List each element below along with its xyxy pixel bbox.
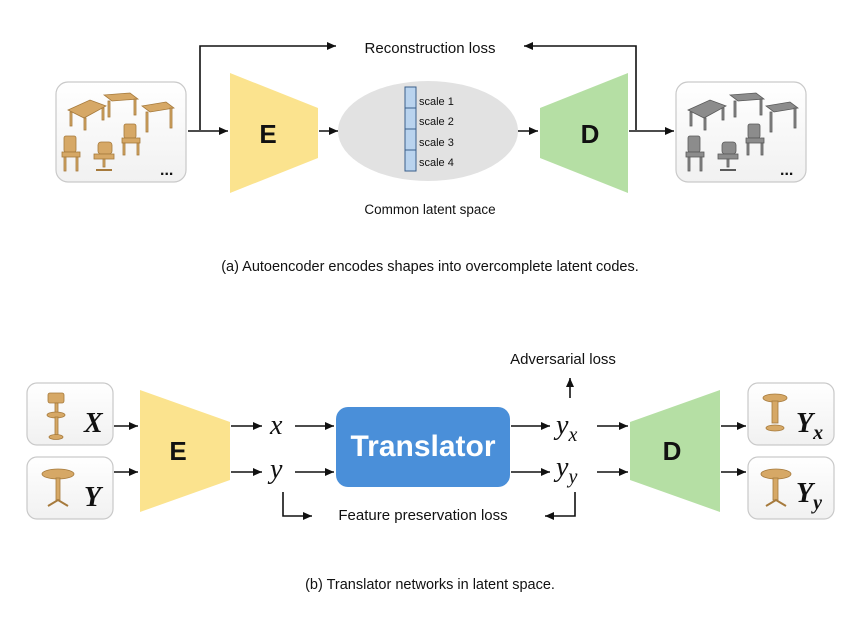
scale-label: scale 2 xyxy=(419,116,454,128)
encoder-shape xyxy=(230,73,318,193)
translated-code-yy: yy xyxy=(553,452,577,488)
pedestal-table-icon xyxy=(762,393,788,432)
chair-icon xyxy=(61,135,81,172)
subscript-x: x xyxy=(567,424,577,446)
input-shapes-panel: ... xyxy=(55,81,187,183)
round-table-icon xyxy=(760,468,792,507)
output-shapes-panel: ... xyxy=(675,81,807,183)
reconstruction-arrow-right xyxy=(524,42,637,130)
chair-icon xyxy=(717,141,739,171)
encoder-letter: E xyxy=(259,119,276,149)
chair-icon xyxy=(93,141,115,171)
scale-label: scale 1 xyxy=(419,96,454,108)
latent-code-x: x xyxy=(269,410,283,441)
encoder-shape xyxy=(140,390,230,512)
bar-stool-icon xyxy=(46,392,66,440)
translator-box xyxy=(336,407,510,487)
decoder-letter: D xyxy=(581,119,600,149)
reconstruction-loss-label: Reconstruction loss xyxy=(365,40,496,57)
latent-code-y: y xyxy=(267,454,283,485)
translator-section: X Y E x y Translator xyxy=(26,351,835,593)
reconstruction-arrow-left xyxy=(199,42,336,130)
subscript-y: y xyxy=(566,466,577,488)
feature-loss-right-connector xyxy=(545,492,576,520)
output-yy-label: Yy xyxy=(796,478,822,514)
input-x-label: X xyxy=(83,408,104,439)
translator-label: Translator xyxy=(350,430,495,463)
output-subscript-y: y xyxy=(811,492,822,514)
input-x-panel: X xyxy=(26,382,114,446)
scale-label: scale 4 xyxy=(419,157,454,169)
input-y-label: Y xyxy=(84,482,104,513)
caption-a: (a) Autoencoder encodes shapes into over… xyxy=(221,259,639,275)
table-icon xyxy=(728,92,766,118)
adversarial-loss-label: Adversarial loss xyxy=(510,351,616,368)
latent-space-label: Common latent space xyxy=(364,202,495,217)
output-ellipsis: ... xyxy=(780,162,793,179)
caption-b: (b) Translator networks in latent space. xyxy=(305,577,555,593)
table-icon xyxy=(765,101,799,133)
output-yy-panel: Yy xyxy=(747,456,835,520)
feature-loss-left-connector xyxy=(282,492,312,520)
scale-label: scale 3 xyxy=(419,137,454,149)
table-icon xyxy=(102,92,140,118)
table-icon xyxy=(141,101,175,133)
decoder-letter: D xyxy=(663,436,682,466)
translated-code-yx: yx xyxy=(553,410,577,446)
autoencoder-section: Reconstruction loss xyxy=(55,40,807,275)
round-table-icon xyxy=(41,468,75,507)
decoder-shape xyxy=(540,73,628,193)
decoder-shape xyxy=(630,390,720,512)
chair-icon xyxy=(121,123,141,156)
encoder-letter: E xyxy=(169,436,186,466)
output-yx-label: Yx xyxy=(796,408,823,444)
output-yx-panel: Yx xyxy=(747,382,835,446)
output-subscript-x: x xyxy=(812,422,823,444)
input-y-panel: Y xyxy=(26,456,114,520)
table-icon xyxy=(687,99,727,131)
input-ellipsis: ... xyxy=(160,162,173,179)
latent-code-bar xyxy=(404,86,417,172)
latent-space-ellipse xyxy=(338,81,518,181)
chair-icon xyxy=(685,135,705,172)
feature-preservation-loss-label: Feature preservation loss xyxy=(338,507,507,524)
table-icon xyxy=(67,99,107,131)
chair-icon xyxy=(745,123,765,156)
